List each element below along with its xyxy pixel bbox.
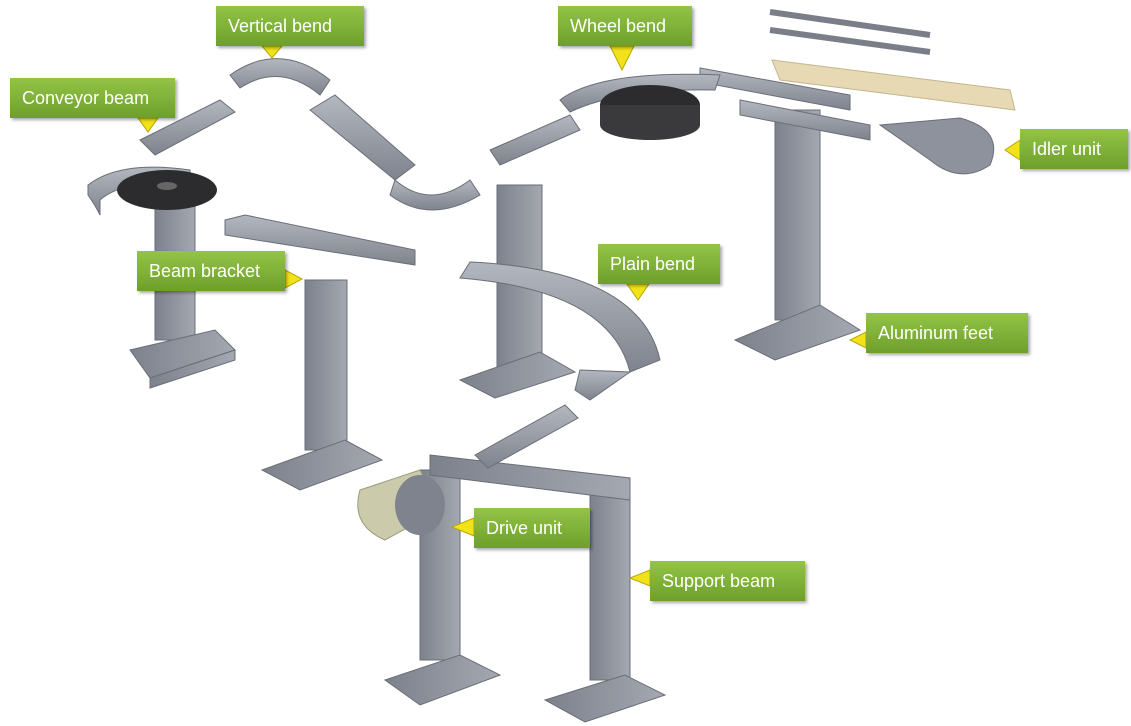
label-wheel-bend: Wheel bend <box>558 6 692 46</box>
chain <box>771 59 1016 111</box>
drive-pulley <box>395 475 445 535</box>
label-conveyor-beam: Conveyor beam <box>10 78 175 118</box>
label-vertical-bend: Vertical bend <box>216 6 364 46</box>
overhead-rails <box>769 9 931 55</box>
label-support-beam: Support beam <box>650 561 805 601</box>
stands <box>129 109 862 723</box>
wheels <box>117 85 700 210</box>
label-drive-unit: Drive unit <box>474 508 590 548</box>
label-plain-bend: Plain bend <box>598 244 720 284</box>
idler-unit-shape <box>878 117 995 175</box>
beams <box>87 58 871 469</box>
label-aluminum-feet: Aluminum feet <box>866 313 1028 353</box>
label-idler-unit: Idler unit <box>1020 129 1128 169</box>
label-beam-bracket: Beam bracket <box>137 251 285 291</box>
arrows <box>137 45 1021 587</box>
